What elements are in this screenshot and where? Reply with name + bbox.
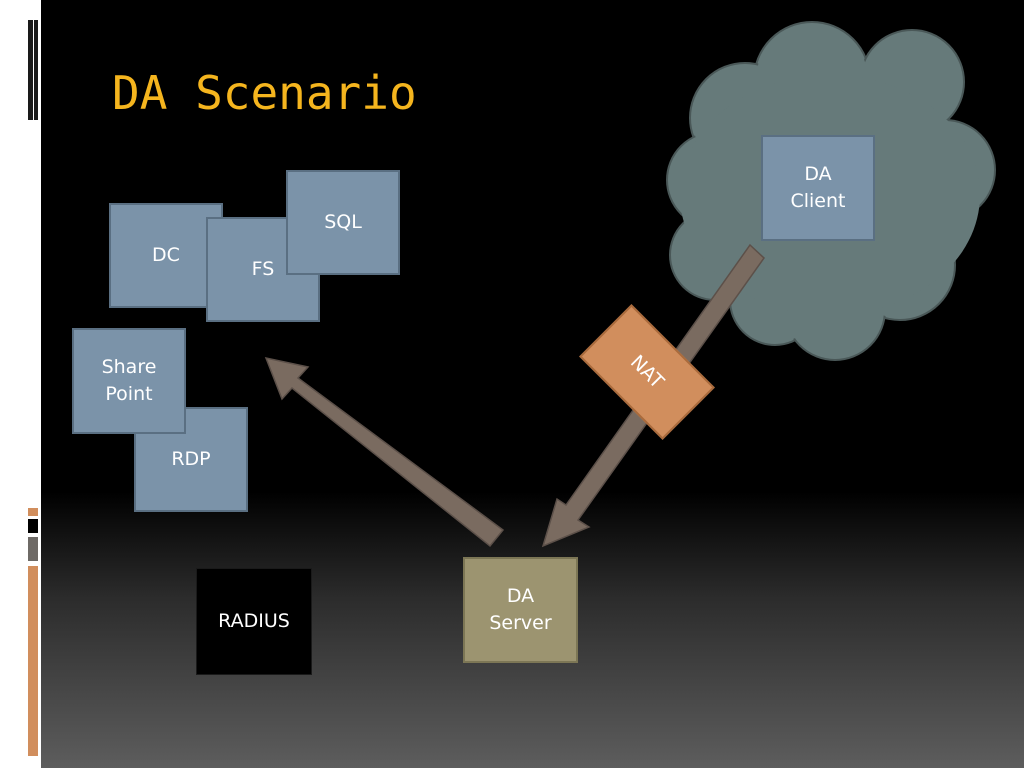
sql-server-box: SQL bbox=[286, 170, 400, 275]
sharepoint-label: Share Point bbox=[101, 356, 157, 405]
stripe-black-small bbox=[28, 519, 38, 533]
dc-server-box: DC bbox=[109, 203, 223, 308]
stripe-orange-small bbox=[28, 508, 38, 516]
sharepoint-server-box: Share Point bbox=[72, 328, 186, 434]
stripe-top-2 bbox=[34, 20, 38, 120]
stripe-orange-long bbox=[28, 566, 38, 756]
stripe-top bbox=[28, 20, 33, 120]
da-server-label: DA Server bbox=[489, 585, 552, 634]
left-decorative-strip bbox=[0, 0, 41, 768]
radius-label: RADIUS bbox=[218, 610, 290, 632]
slide-title: DA Scenario bbox=[112, 66, 417, 120]
da-client-label: DA Client bbox=[790, 163, 846, 212]
rdp-server-box: RDP bbox=[134, 407, 248, 512]
rdp-label: RDP bbox=[171, 448, 211, 470]
radius-server-box: RADIUS bbox=[196, 568, 312, 675]
nat-label: NAT bbox=[626, 351, 668, 393]
sql-label: SQL bbox=[324, 211, 362, 233]
da-server-box: DA Server bbox=[463, 557, 578, 663]
fs-label: FS bbox=[251, 258, 275, 280]
stripe-gray-small bbox=[28, 537, 38, 561]
arrow-server-to-network bbox=[264, 356, 505, 548]
da-client-box: DA Client bbox=[761, 135, 875, 241]
dc-label: DC bbox=[152, 244, 180, 266]
